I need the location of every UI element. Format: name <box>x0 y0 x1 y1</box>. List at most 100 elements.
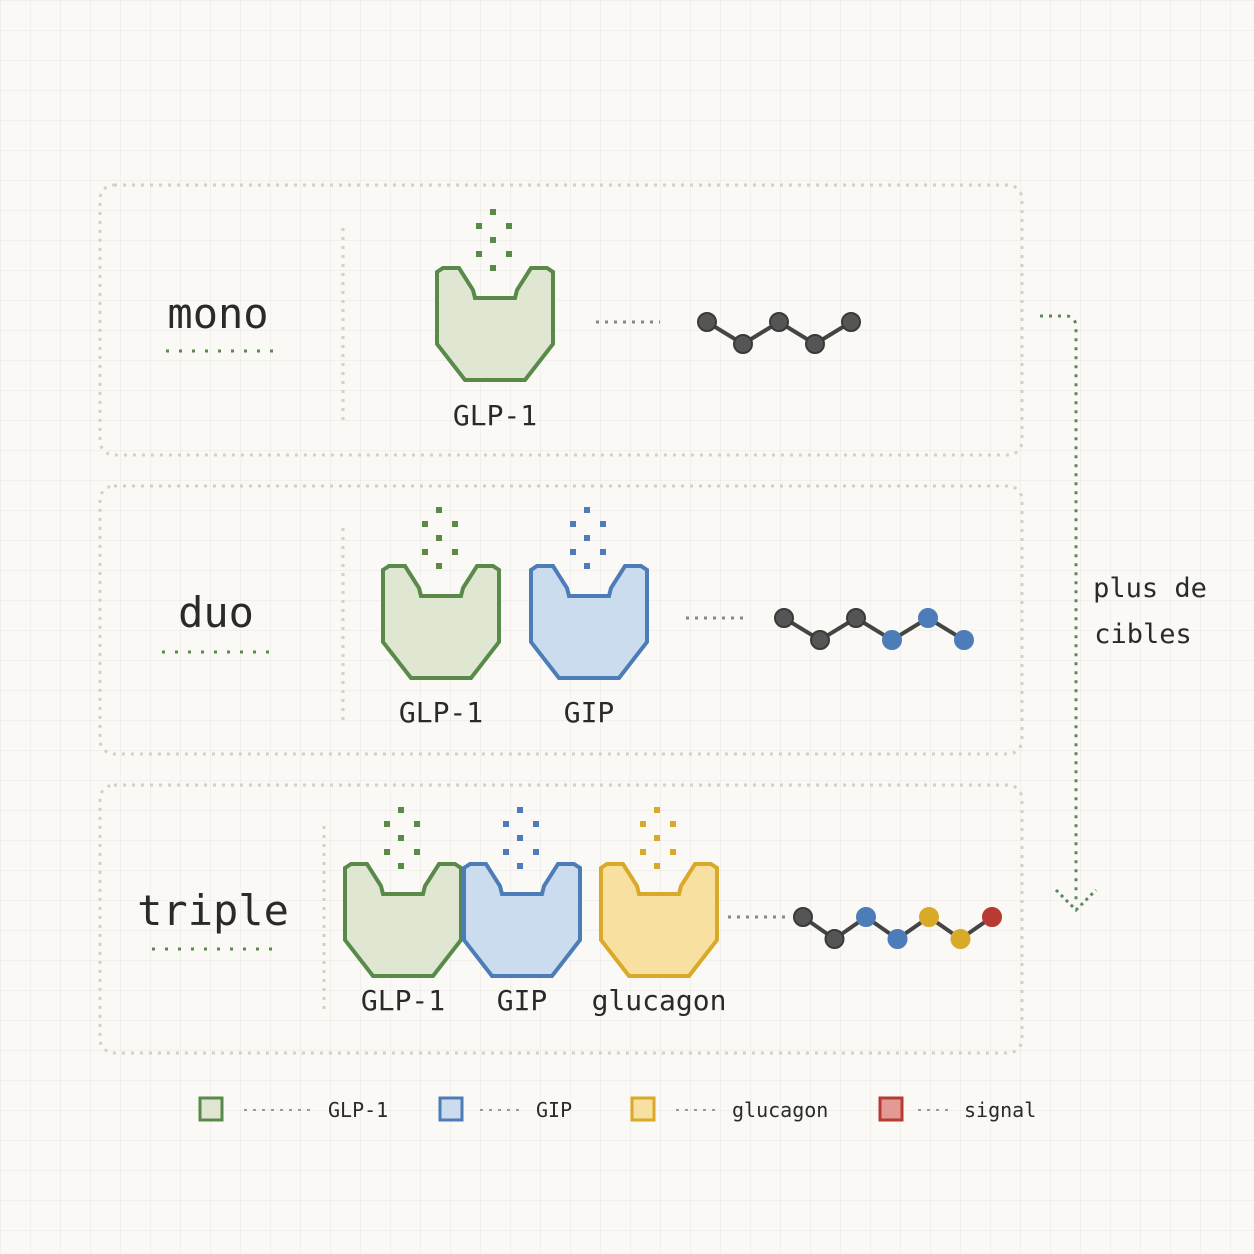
chain-bead-gip <box>856 907 876 927</box>
receptor-gip: GIP <box>529 507 649 729</box>
ligand-dot <box>490 237 496 243</box>
chain-bead-dark <box>810 630 830 650</box>
legend-label: GLP-1 <box>328 1098 388 1122</box>
receptor-label: GLP-1 <box>361 984 445 1017</box>
ligand-dot <box>584 507 590 513</box>
receptor-label: glucagon <box>592 984 727 1017</box>
row-label: duo <box>178 588 254 637</box>
ligand-dot <box>517 807 523 813</box>
ligand-dot <box>422 549 428 555</box>
receptor-gip: GIP <box>462 807 582 1017</box>
ligand-dot <box>533 821 539 827</box>
ligand-dot <box>452 521 458 527</box>
ligand-dot <box>506 223 512 229</box>
ligand-dot <box>490 209 496 215</box>
arrow-label-line2: cibles <box>1094 619 1192 650</box>
chain-bead-gip <box>887 929 908 949</box>
ligand-dot <box>570 549 576 555</box>
ligand-dots <box>384 807 420 869</box>
receptor-shape <box>435 266 555 382</box>
chain-bead-glucagon <box>950 929 971 949</box>
row-duo: duo GLP-1 GIP <box>98 484 1024 756</box>
receptor-label: GLP-1 <box>453 399 537 432</box>
ligand-dot <box>670 849 676 855</box>
ligand-dots <box>503 807 539 869</box>
ligand-dots <box>476 209 512 271</box>
legend-swatch <box>198 1096 224 1122</box>
arrow-head-icon <box>1054 888 1098 913</box>
ligand-dot <box>384 849 390 855</box>
ligand-dot <box>476 223 482 229</box>
receptor-label: GIP <box>497 984 548 1017</box>
ligand-dots <box>640 807 676 869</box>
row-label: triple <box>137 886 289 935</box>
receptor-glp1: GLP-1 <box>343 807 463 1017</box>
ligand-dot <box>584 563 590 569</box>
receptor-glp1: GLP-1 <box>435 209 555 432</box>
ligand-dot <box>506 251 512 257</box>
ligand-dot <box>436 507 442 513</box>
ligand-dot <box>490 265 496 271</box>
ligand-dot <box>476 251 482 257</box>
ligand-dot <box>452 549 458 555</box>
progression-arrow: plus de cibles <box>1040 314 1207 913</box>
receptor-glp1: GLP-1 <box>381 507 501 729</box>
ligand-dot <box>654 863 660 869</box>
ligand-dot <box>640 849 646 855</box>
ligand-dot <box>414 849 420 855</box>
chain-bead-dark <box>841 312 861 332</box>
ligand-dot <box>503 849 509 855</box>
peptide-chain <box>697 312 861 354</box>
ligand-dot <box>640 821 646 827</box>
ligand-dot <box>533 849 539 855</box>
ligand-dot <box>517 835 523 841</box>
ligand-dot <box>584 535 590 541</box>
ligand-dot <box>414 821 420 827</box>
arrow-label-line1: plus de <box>1093 573 1207 604</box>
ligand-dot <box>600 521 606 527</box>
ligand-dot <box>654 807 660 813</box>
chain-bead-gip <box>918 608 938 628</box>
receptor-shape <box>529 564 649 680</box>
legend-item-glucagon: glucagon <box>630 1096 828 1122</box>
ligand-dot <box>600 549 606 555</box>
legend-label: glucagon <box>732 1098 828 1122</box>
ligand-dot <box>654 835 660 841</box>
receptor-shape <box>381 564 501 680</box>
chain-bead-dark <box>774 608 794 628</box>
ligand-dot <box>436 563 442 569</box>
peptide-chain <box>774 608 974 650</box>
ligand-dot <box>398 835 404 841</box>
chain-bead-dark <box>824 929 845 949</box>
peptide-chain <box>793 907 1002 949</box>
ligand-dot <box>503 821 509 827</box>
ligand-dot <box>517 863 523 869</box>
ligand-dots <box>570 507 606 569</box>
chain-bead-signal <box>982 907 1002 927</box>
chain-bead-dark <box>733 334 753 354</box>
chain-bead-gip <box>954 630 974 650</box>
chain-bead-gip <box>882 630 902 650</box>
legend: GLP-1 GIP glucagon signal <box>198 1096 1036 1122</box>
ligand-dot <box>398 863 404 869</box>
chain-bead-dark <box>805 334 825 354</box>
ligand-dot <box>384 821 390 827</box>
legend-label: signal <box>964 1098 1036 1122</box>
panel-mono <box>98 183 1024 457</box>
row-label: mono <box>167 289 268 338</box>
receptor-label: GIP <box>564 696 615 729</box>
ligand-dots <box>422 507 458 569</box>
receptor-shape <box>343 862 463 978</box>
panel-triple <box>98 783 1024 1055</box>
legend-item-gip: GIP <box>438 1096 572 1122</box>
legend-swatch <box>878 1096 904 1122</box>
arrow-line <box>1040 314 1078 905</box>
receptor-shape <box>599 862 719 978</box>
ligand-dot <box>436 535 442 541</box>
ligand-dot <box>670 821 676 827</box>
receptor-label: GLP-1 <box>399 696 483 729</box>
chain-bead-dark <box>769 312 789 332</box>
panel-duo <box>98 484 1024 756</box>
row-mono: mono GLP-1 <box>98 183 1024 457</box>
ligand-dot <box>422 521 428 527</box>
